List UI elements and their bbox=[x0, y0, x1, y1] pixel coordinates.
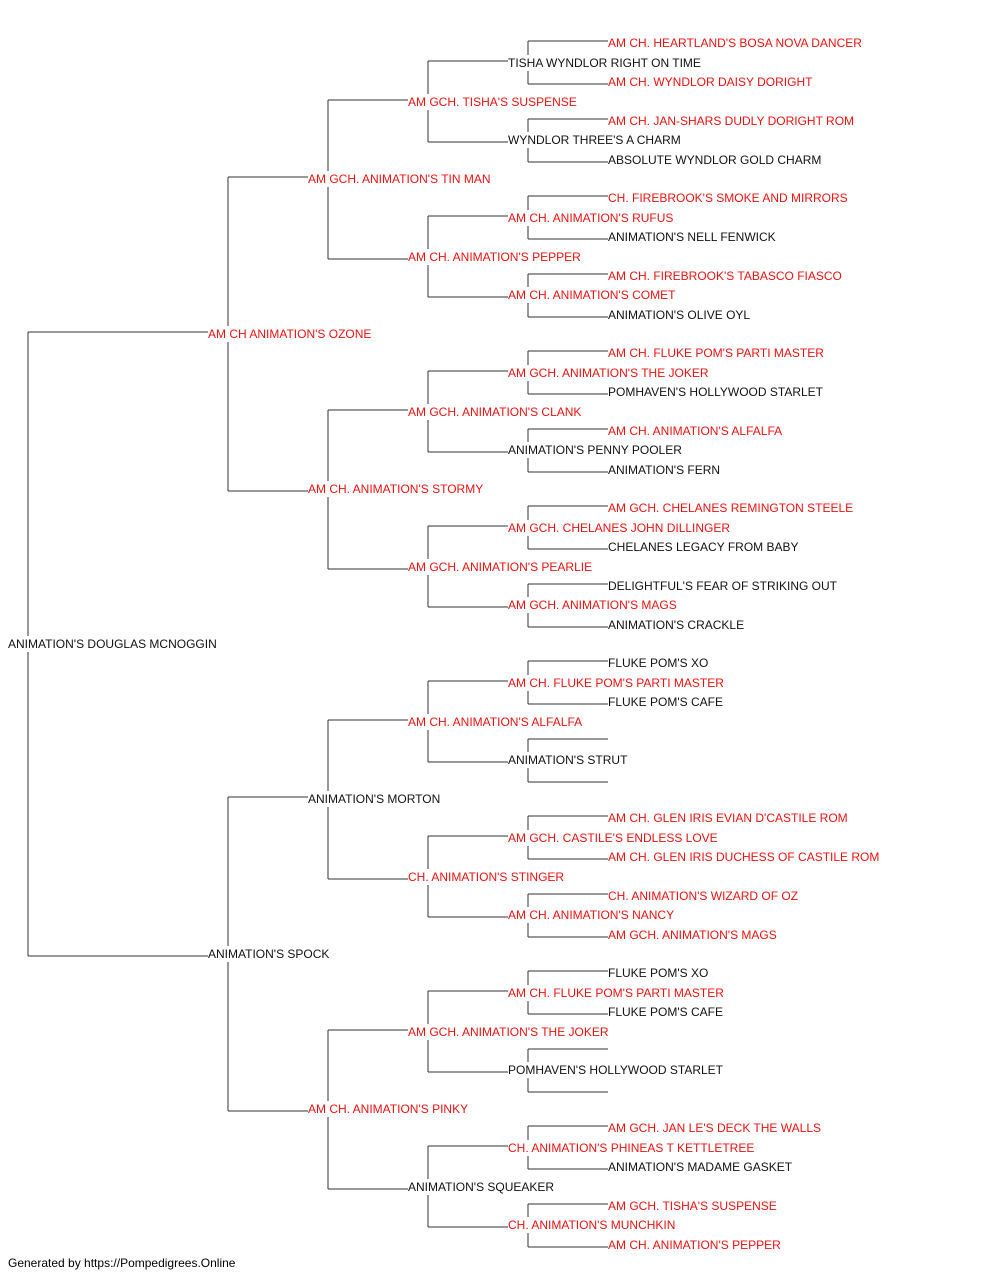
dog-gen1-1: ANIMATION'S SPOCK bbox=[208, 947, 329, 961]
dog-gen3-5: CH. ANIMATION'S STINGER bbox=[408, 870, 564, 884]
dog-gen2-0: AM GCH. ANIMATION'S TIN MAN bbox=[308, 172, 491, 186]
dog-gen4-4: AM GCH. ANIMATION'S THE JOKER bbox=[508, 366, 709, 380]
dog-gen2-1: AM CH. ANIMATION'S STORMY bbox=[308, 482, 483, 496]
dog-gen3-7: ANIMATION'S SQUEAKER bbox=[408, 1180, 554, 1194]
dog-gen3-0: AM GCH. TISHA'S SUSPENSE bbox=[408, 95, 577, 109]
dog-gen4-12: AM CH. FLUKE POM'S PARTI MASTER bbox=[508, 986, 724, 1000]
dog-subject: ANIMATION'S DOUGLAS MCNOGGIN bbox=[8, 637, 217, 651]
dog-gen5-9: POMHAVEN'S HOLLYWOOD STARLET bbox=[608, 385, 824, 399]
dog-gen4-3: AM CH. ANIMATION'S COMET bbox=[508, 288, 676, 302]
dog-gen2-2: ANIMATION'S MORTON bbox=[308, 792, 440, 806]
dog-gen5-16: FLUKE POM'S XO bbox=[608, 656, 708, 670]
dog-gen5-2: AM CH. JAN-SHARS DUDLY DORIGHT ROM bbox=[608, 114, 854, 128]
dog-gen5-17: FLUKE POM'S CAFE bbox=[608, 695, 723, 709]
dog-gen4-13: POMHAVEN'S HOLLYWOOD STARLET bbox=[508, 1063, 724, 1077]
dog-gen5-25: FLUKE POM'S CAFE bbox=[608, 1005, 723, 1019]
dog-gen5-8: AM CH. FLUKE POM'S PARTI MASTER bbox=[608, 346, 824, 360]
dog-gen4-0: TISHA WYNDLOR RIGHT ON TIME bbox=[508, 56, 701, 70]
dog-gen5-11: ANIMATION'S FERN bbox=[608, 463, 720, 477]
dog-gen5-5: ANIMATION'S NELL FENWICK bbox=[608, 230, 776, 244]
dog-gen5-13: CHELANES LEGACY FROM BABY bbox=[608, 540, 799, 554]
dog-gen5-0: AM CH. HEARTLAND'S BOSA NOVA DANCER bbox=[608, 36, 862, 50]
dog-gen5-10: AM CH. ANIMATION'S ALFALFA bbox=[608, 424, 782, 438]
dog-gen5-1: AM CH. WYNDLOR DAISY DORIGHT bbox=[608, 75, 813, 89]
dog-gen5-20: AM CH. GLEN IRIS EVIAN D'CASTILE ROM bbox=[608, 811, 848, 825]
dog-gen4-5: ANIMATION'S PENNY POOLER bbox=[508, 443, 682, 457]
dog-gen4-11: AM CH. ANIMATION'S NANCY bbox=[508, 908, 674, 922]
dog-gen5-3: ABSOLUTE WYNDLOR GOLD CHARM bbox=[608, 153, 821, 167]
dog-gen5-4: CH. FIREBROOK'S SMOKE AND MIRRORS bbox=[608, 191, 848, 205]
dog-gen4-10: AM GCH. CASTILE'S ENDLESS LOVE bbox=[508, 831, 718, 845]
dog-gen5-12: AM GCH. CHELANES REMINGTON STEELE bbox=[608, 501, 853, 515]
dog-gen4-6: AM GCH. CHELANES JOHN DILLINGER bbox=[508, 521, 730, 535]
dog-gen5-24: FLUKE POM'S XO bbox=[608, 966, 708, 980]
dog-gen5-7: ANIMATION'S OLIVE OYL bbox=[608, 308, 750, 322]
dog-gen5-31: AM CH. ANIMATION'S PEPPER bbox=[608, 1238, 781, 1252]
dog-gen3-1: AM CH. ANIMATION'S PEPPER bbox=[408, 250, 581, 264]
dog-gen4-15: CH. ANIMATION'S MUNCHKIN bbox=[508, 1218, 675, 1232]
dog-gen4-2: AM CH. ANIMATION'S RUFUS bbox=[508, 211, 673, 225]
dog-gen3-3: AM GCH. ANIMATION'S PEARLIE bbox=[408, 560, 592, 574]
dog-gen5-28: AM GCH. JAN LE'S DECK THE WALLS bbox=[608, 1121, 821, 1135]
dog-gen5-6: AM CH. FIREBROOK'S TABASCO FIASCO bbox=[608, 269, 842, 283]
dog-gen5-22: CH. ANIMATION'S WIZARD OF OZ bbox=[608, 889, 798, 903]
dog-gen3-6: AM GCH. ANIMATION'S THE JOKER bbox=[408, 1025, 609, 1039]
footer-credit: Generated by https://Pompedigrees.Online bbox=[8, 1256, 236, 1270]
dog-gen4-14: CH. ANIMATION'S PHINEAS T KETTLETREE bbox=[508, 1141, 754, 1155]
dog-gen5-14: DELIGHTFUL'S FEAR OF STRIKING OUT bbox=[608, 579, 838, 593]
dog-gen5-15: ANIMATION'S CRACKLE bbox=[608, 618, 744, 632]
dog-gen1-0: AM CH ANIMATION'S OZONE bbox=[208, 327, 371, 341]
dog-gen5-23: AM GCH. ANIMATION'S MAGS bbox=[608, 928, 777, 942]
dog-gen2-3: AM CH. ANIMATION'S PINKY bbox=[308, 1102, 468, 1116]
dog-gen4-9: ANIMATION'S STRUT bbox=[508, 753, 628, 767]
dog-gen4-7: AM GCH. ANIMATION'S MAGS bbox=[508, 598, 677, 612]
dog-gen3-4: AM CH. ANIMATION'S ALFALFA bbox=[408, 715, 582, 729]
dog-gen5-29: ANIMATION'S MADAME GASKET bbox=[608, 1160, 793, 1174]
dog-gen5-21: AM CH. GLEN IRIS DUCHESS OF CASTILE ROM bbox=[608, 850, 879, 864]
dog-gen3-2: AM GCH. ANIMATION'S CLANK bbox=[408, 405, 581, 419]
dog-gen4-8: AM CH. FLUKE POM'S PARTI MASTER bbox=[508, 676, 724, 690]
dog-gen4-1: WYNDLOR THREE'S A CHARM bbox=[508, 133, 681, 147]
dog-gen5-30: AM GCH. TISHA'S SUSPENSE bbox=[608, 1199, 777, 1213]
